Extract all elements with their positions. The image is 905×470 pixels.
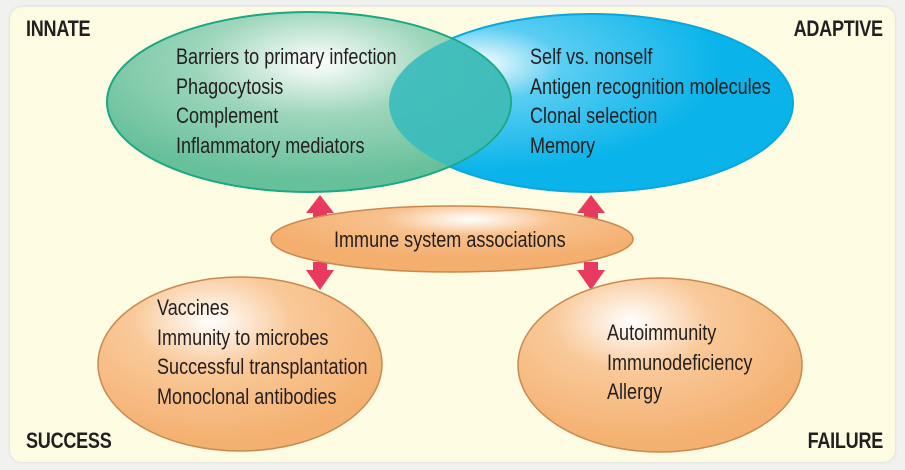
failure-item: Immunodeficiency — [607, 349, 753, 375]
innate-list: Barriers to primary infection Phagocytos… — [176, 42, 397, 160]
success-item: Monoclonal antibodies — [157, 383, 337, 409]
adaptive-list: Self vs. nonself Antigen recognition mol… — [530, 42, 771, 160]
innate-item: Inflammatory mediators — [176, 132, 365, 158]
innate-item: Complement — [176, 103, 279, 128]
adaptive-item: Self vs. nonself — [530, 44, 653, 69]
failure-item: Allergy — [607, 379, 663, 404]
success-heading: SUCCESS — [26, 428, 112, 453]
center-ellipse — [270, 205, 634, 273]
innate-item: Barriers to primary infection — [176, 44, 397, 69]
center-label: Immune system associations — [334, 227, 566, 252]
innate-item: Phagocytosis — [176, 73, 284, 99]
failure-ellipse — [517, 277, 803, 453]
adaptive-item: Memory — [530, 132, 596, 158]
success-list: Vaccines Immunity to microbes Successful… — [157, 293, 368, 411]
adaptive-item: Antigen recognition molecules — [530, 73, 771, 99]
failure-list: Autoimmunity Immunodeficiency Allergy — [607, 318, 752, 407]
innate-outline — [106, 11, 512, 193]
success-ellipse — [97, 276, 383, 452]
failure-heading: FAILURE — [807, 428, 884, 453]
success-item: Vaccines — [157, 295, 229, 320]
adaptive-item: Clonal selection — [530, 103, 658, 128]
failure-item: Autoimmunity — [607, 320, 717, 345]
adaptive-heading: ADAPTIVE — [793, 16, 883, 41]
success-item: Successful transplantation — [157, 354, 368, 379]
success-item: Immunity to microbes — [157, 324, 329, 350]
innate-heading: INNATE — [26, 16, 91, 41]
